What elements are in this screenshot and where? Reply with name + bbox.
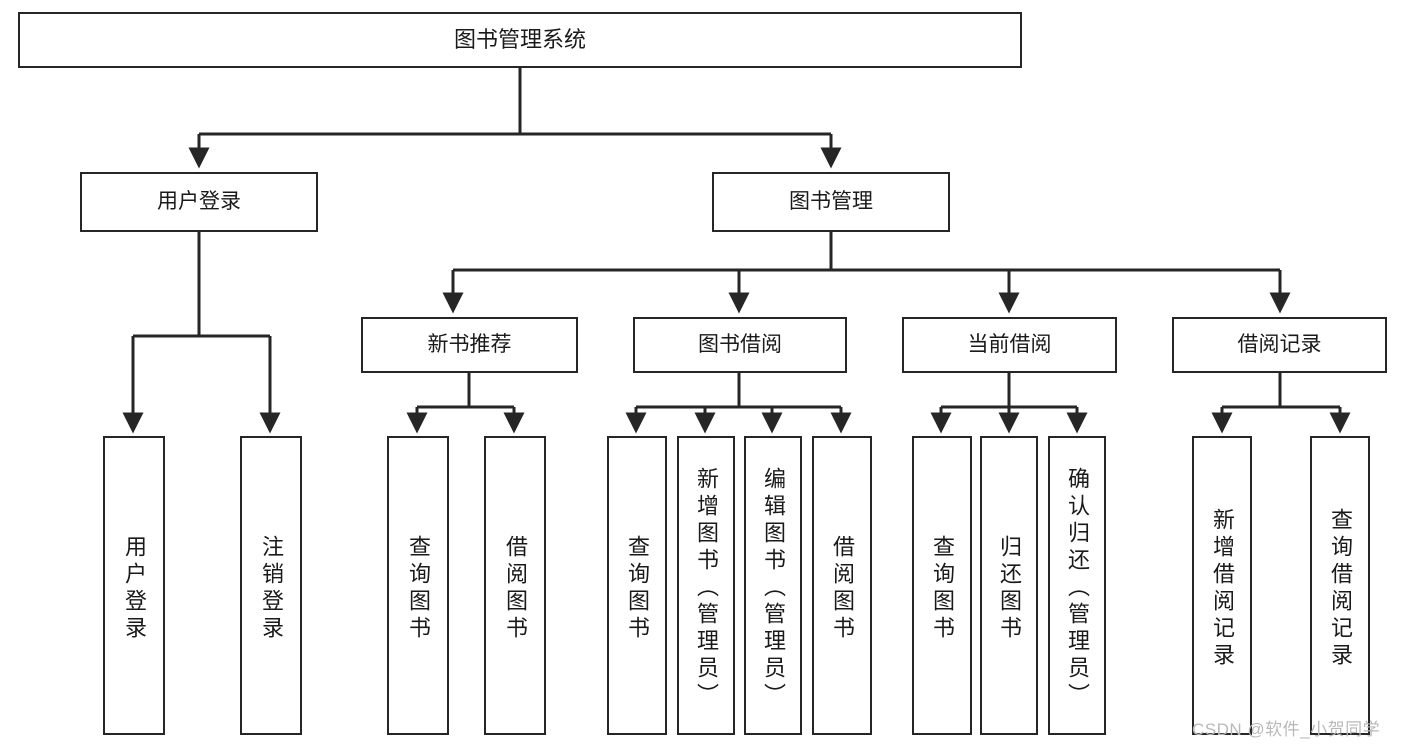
node-book-manage-label: 图书管理 (789, 190, 873, 214)
node-borrow-record-label: 借阅记录 (1237, 333, 1322, 357)
node-leaf-add-book-label: 新增图书（管理员） (694, 467, 719, 710)
node-leaf-edit-book-label: 编辑图书（管理员） (761, 467, 786, 710)
node-current-borrow[interactable]: 当前借阅 (902, 317, 1117, 373)
node-new-book-recommend-label: 新书推荐 (427, 333, 512, 357)
node-leaf-borrow-book-1[interactable]: 借阅图书 (484, 436, 546, 735)
node-current-borrow-label: 当前借阅 (967, 333, 1052, 357)
node-book-borrow-label: 图书借阅 (698, 333, 782, 357)
node-book-manage[interactable]: 图书管理 (712, 172, 950, 232)
node-leaf-query-book-1-label: 查询图书 (406, 534, 431, 643)
node-leaf-borrow-book-2-label: 借阅图书 (830, 534, 855, 643)
node-leaf-borrow-book-2[interactable]: 借阅图书 (812, 436, 872, 735)
node-leaf-add-record-label: 新增借阅记录 (1210, 507, 1235, 670)
node-leaf-query-book-2[interactable]: 查询图书 (607, 436, 667, 735)
node-leaf-logout-login-label: 注销登录 (259, 534, 284, 643)
node-leaf-query-book-3[interactable]: 查询图书 (912, 436, 972, 735)
node-borrow-record[interactable]: 借阅记录 (1172, 317, 1387, 373)
node-leaf-add-record[interactable]: 新增借阅记录 (1192, 436, 1252, 735)
node-user-login-label: 用户登录 (157, 190, 241, 214)
node-leaf-return-book[interactable]: 归还图书 (980, 436, 1038, 735)
node-leaf-confirm-return-label: 确认归还（管理员） (1065, 467, 1090, 710)
node-leaf-logout-login[interactable]: 注销登录 (240, 436, 302, 735)
node-leaf-edit-book[interactable]: 编辑图书（管理员） (744, 436, 802, 735)
node-leaf-query-record[interactable]: 查询借阅记录 (1310, 436, 1370, 735)
node-leaf-query-book-3-label: 查询图书 (930, 534, 955, 643)
node-leaf-confirm-return[interactable]: 确认归还（管理员） (1048, 436, 1106, 735)
node-leaf-query-record-label: 查询借阅记录 (1328, 507, 1353, 670)
node-leaf-user-login[interactable]: 用户登录 (103, 436, 165, 735)
node-root[interactable]: 图书管理系统 (18, 12, 1022, 68)
node-root-label: 图书管理系统 (453, 26, 586, 52)
node-leaf-return-book-label: 归还图书 (997, 534, 1022, 643)
node-leaf-user-login-label: 用户登录 (122, 534, 147, 643)
node-book-borrow[interactable]: 图书借阅 (633, 317, 847, 373)
node-user-login[interactable]: 用户登录 (80, 172, 318, 232)
node-leaf-borrow-book-1-label: 借阅图书 (503, 534, 528, 643)
node-leaf-add-book[interactable]: 新增图书（管理员） (677, 436, 735, 735)
node-leaf-query-book-2-label: 查询图书 (625, 534, 650, 643)
node-leaf-query-book-1[interactable]: 查询图书 (387, 436, 449, 735)
node-new-book-recommend[interactable]: 新书推荐 (361, 317, 578, 373)
